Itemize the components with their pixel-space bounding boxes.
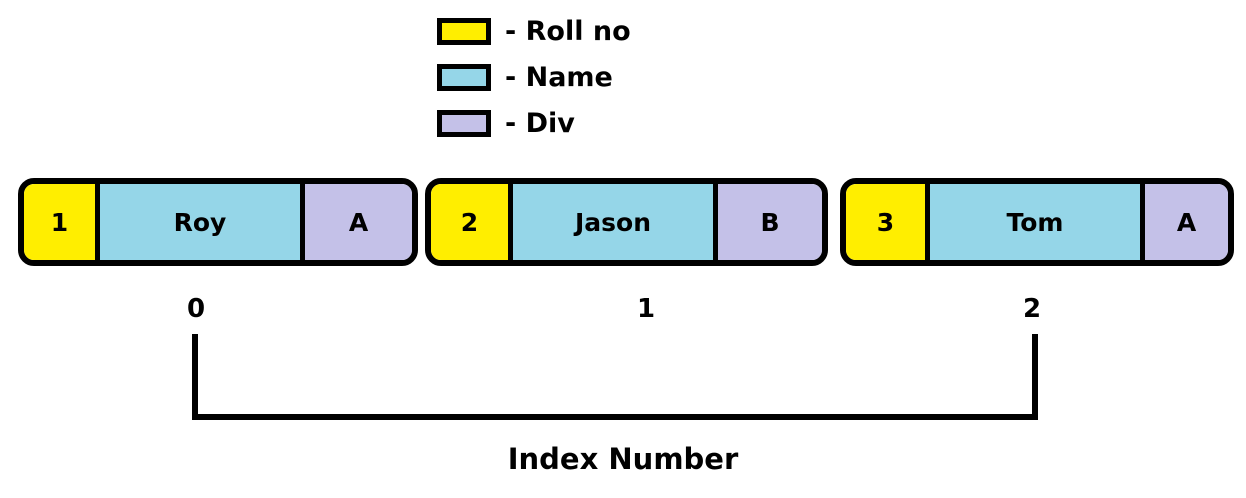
record-cell-roll-no: 2 (431, 184, 508, 260)
record-cell-name: Tom (925, 184, 1145, 260)
legend-item-name: - Name (437, 54, 837, 100)
record-cell-roll-no: 3 (846, 184, 925, 260)
bracket-arm-right (1032, 334, 1038, 420)
record-cell-name: Jason (508, 184, 718, 260)
bracket-baseline (192, 414, 1038, 420)
record-cell-div: A (1145, 184, 1228, 260)
record-block: 2 Jason B (425, 178, 828, 266)
record-cell-div: A (305, 184, 412, 260)
legend-swatch-name (437, 63, 491, 91)
record-block: 3 Tom A (840, 178, 1234, 266)
record-array: 1 Roy A 2 Jason B 3 Tom A (0, 178, 1246, 270)
record-cell-roll-no: 1 (24, 184, 95, 260)
legend-item-div: - Div (437, 100, 837, 146)
bracket-arm-left (192, 334, 198, 420)
legend-label-name: - Name (505, 61, 613, 93)
index-label-0: 0 (186, 294, 206, 324)
legend-item-roll-no: - Roll no (437, 8, 837, 54)
legend: - Roll no - Name - Div (437, 8, 837, 146)
legend-swatch-roll-no (437, 17, 491, 45)
index-label-1: 1 (636, 294, 656, 324)
index-range-bracket (192, 334, 1038, 420)
record-cell-div: B (718, 184, 822, 260)
index-label-2: 2 (1022, 294, 1042, 324)
legend-label-div: - Div (505, 107, 575, 139)
legend-label-roll-no: - Roll no (505, 15, 631, 47)
legend-swatch-div (437, 109, 491, 137)
record-block: 1 Roy A (18, 178, 418, 266)
record-cell-name: Roy (95, 184, 305, 260)
diagram-caption: Index Number (507, 442, 739, 476)
